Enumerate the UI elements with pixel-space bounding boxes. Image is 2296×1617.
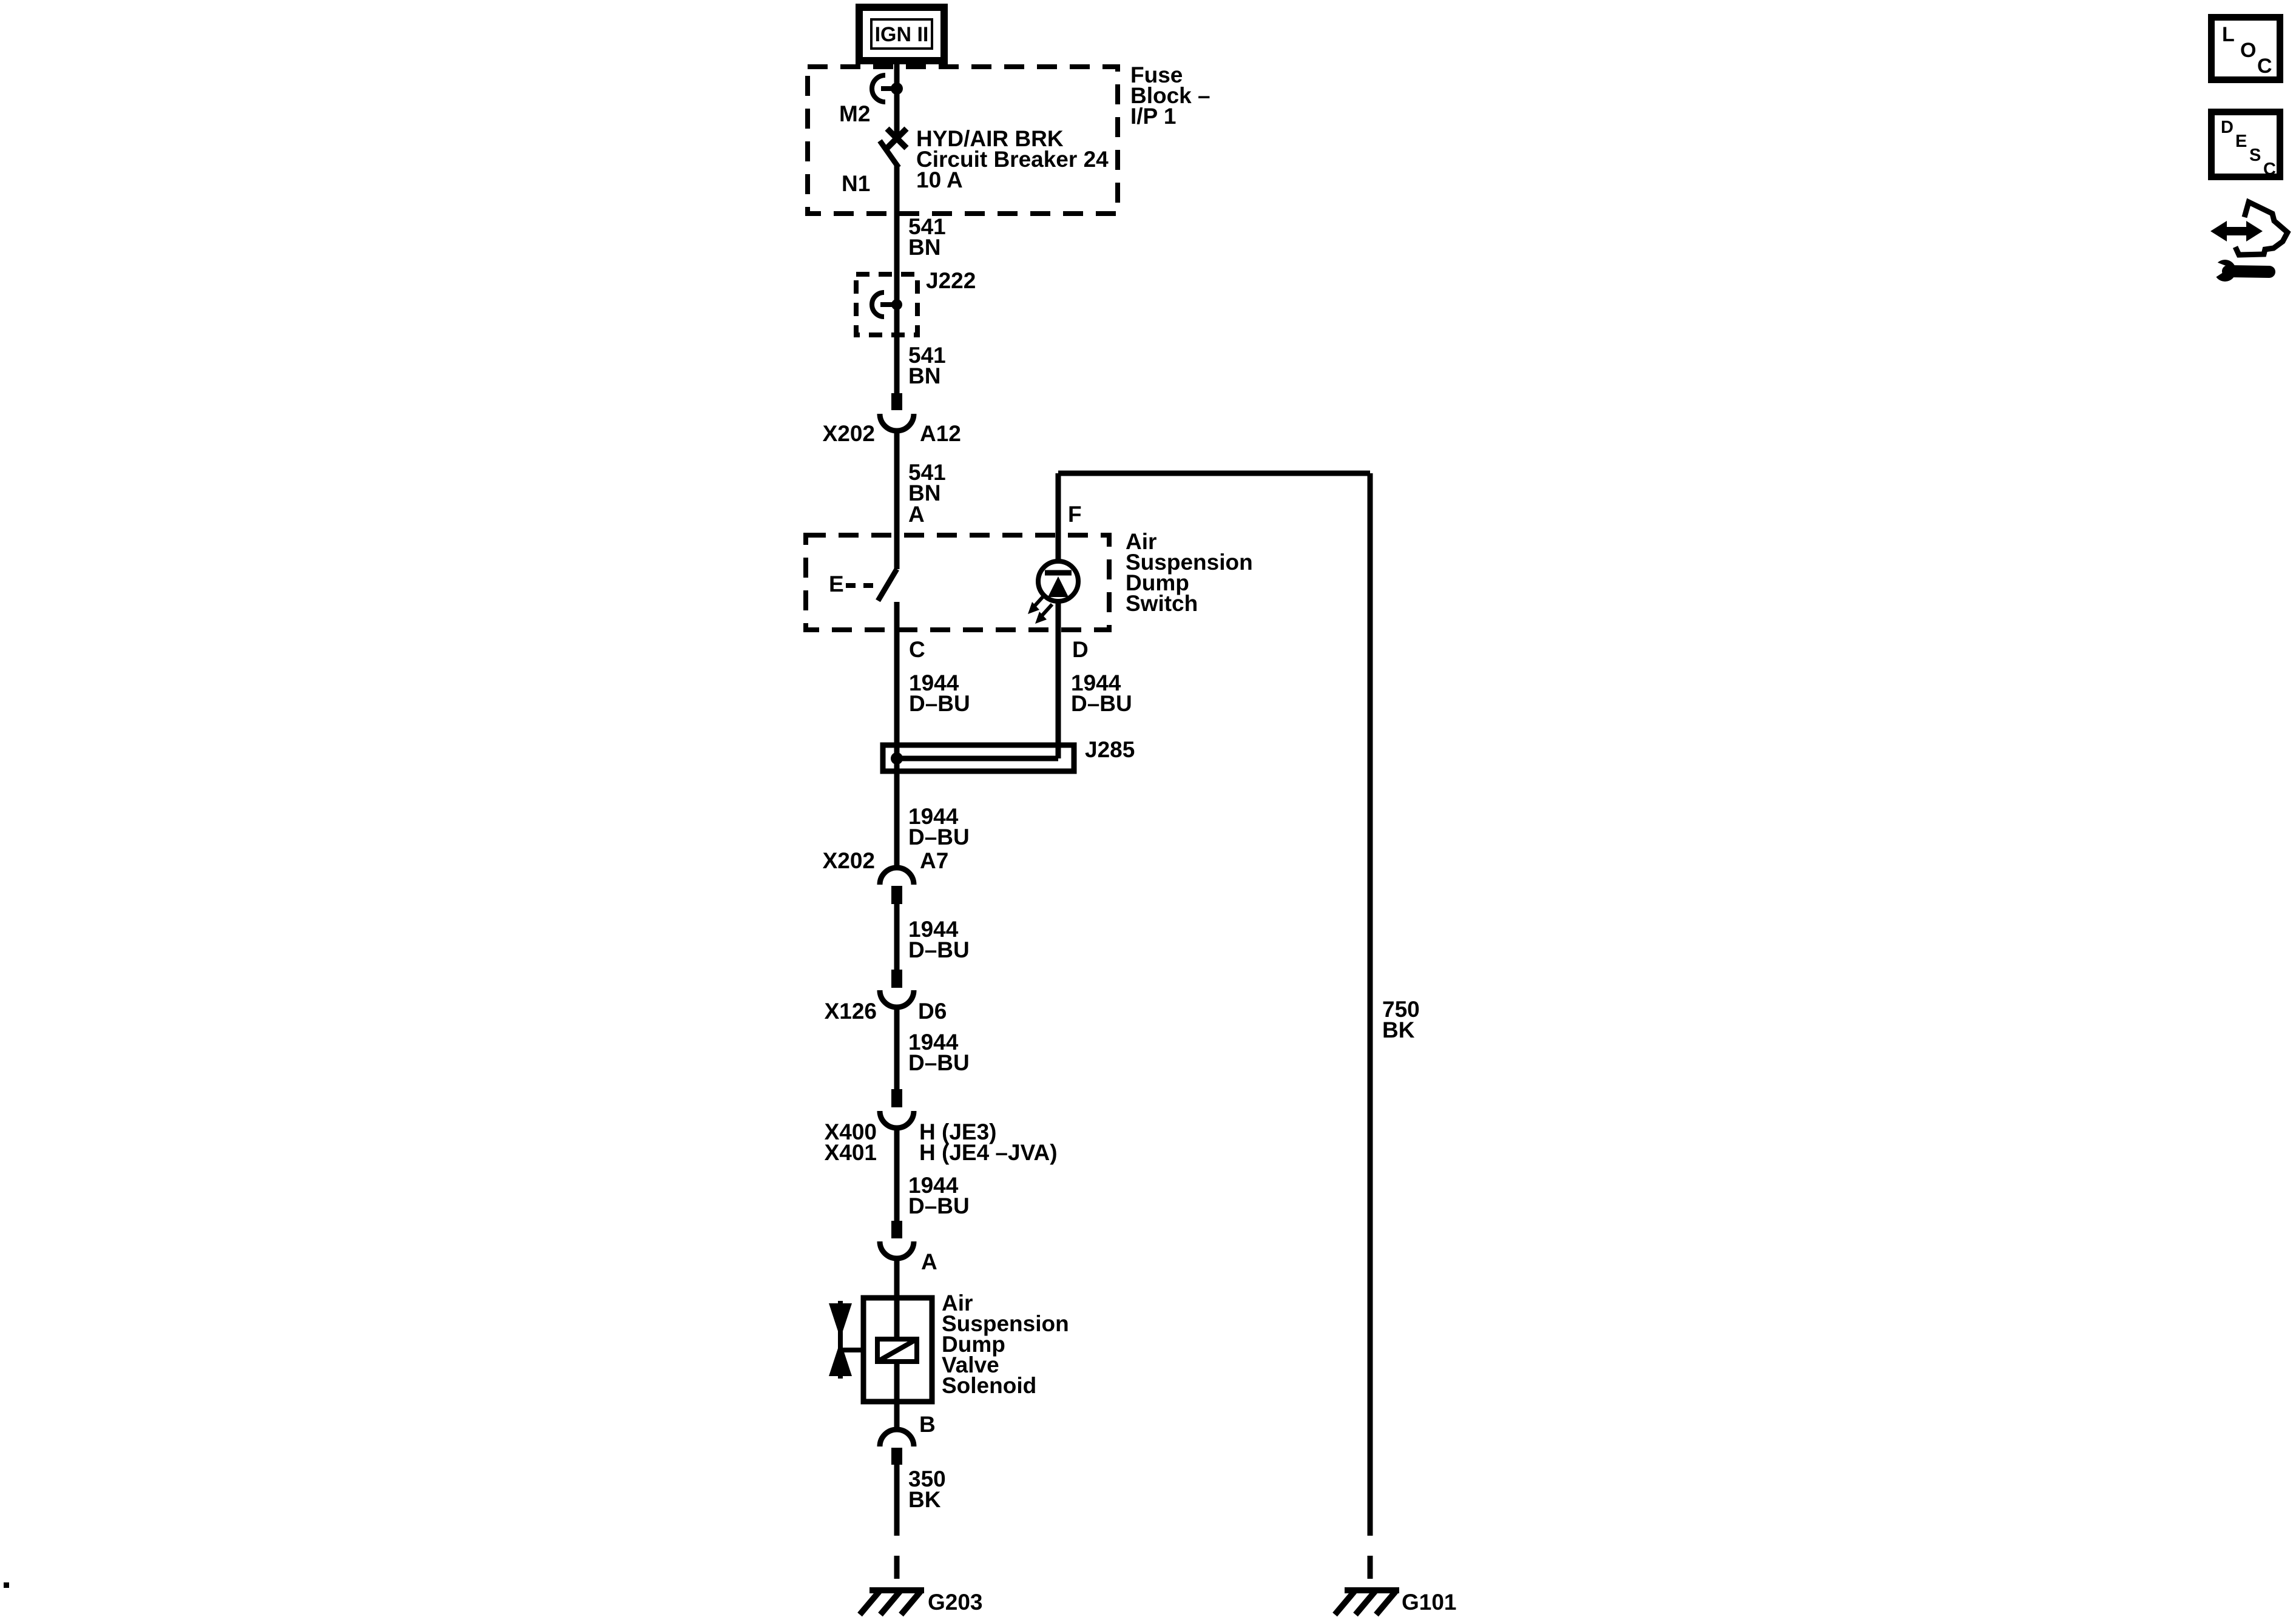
desc-letter-d: D <box>2221 118 2234 137</box>
switch-pin-f: F <box>1068 502 1082 527</box>
switch-pin-e: E <box>829 572 844 596</box>
splice-j285-symbol <box>880 742 1077 774</box>
connector-x202-a7-name: X202 <box>822 848 875 873</box>
connector-x202-a12-symbol <box>877 393 917 434</box>
connector-x202-a7-symbol <box>877 865 917 904</box>
loc-button[interactable]: L O C <box>2208 14 2283 83</box>
connector-x202-a12-name: X202 <box>822 421 875 446</box>
fitting-tool-icon[interactable] <box>2209 198 2291 282</box>
connector-x202-a7-pin: A7 <box>920 848 949 873</box>
solenoid-pin-b: B <box>919 1412 936 1437</box>
switch-pin-a: A <box>908 502 925 527</box>
connector-x400-x401-pins: H (JE3) H (JE4 –JVA) <box>919 1119 1058 1165</box>
connector-x400-x401-symbol <box>877 1089 917 1131</box>
connector-x202-a12-pin: A12 <box>920 421 961 446</box>
dump-switch-label: Air Suspension Dump Switch <box>1126 529 1253 616</box>
lamp-ground-wire <box>1055 470 1373 1588</box>
splice-j222-label: J222 <box>926 268 976 293</box>
ground-g203-symbol <box>857 1587 924 1617</box>
connector-solenoid-a-symbol <box>877 1221 917 1261</box>
desc-letter-s: S <box>2249 146 2261 165</box>
ground-g203-label: G203 <box>928 1590 983 1615</box>
connector-x126-name: X126 <box>824 999 877 1024</box>
desc-letter-c: C <box>2263 160 2276 179</box>
dump-switch-symbol <box>803 533 1112 632</box>
connector-x126-pin: D6 <box>918 999 947 1024</box>
connector-x126-d6-symbol <box>877 970 917 1010</box>
splice-j285-label: J285 <box>1085 737 1135 762</box>
fuse-block-pin-n1: N1 <box>842 171 871 196</box>
desc-button[interactable]: D E S C <box>2208 109 2283 180</box>
switch-pin-d: D <box>1072 637 1089 662</box>
desc-letter-e: E <box>2235 132 2247 151</box>
switch-pin-c: C <box>909 637 925 662</box>
solenoid-label: Air Suspension Dump Valve Solenoid <box>942 1291 1069 1398</box>
splice-j222-symbol <box>854 272 920 337</box>
circuit-breaker-symbol <box>869 73 909 169</box>
fuse-block-label: Fuse Block – I/P 1 <box>1130 62 1210 129</box>
connector-solenoid-b-symbol <box>877 1426 917 1465</box>
ground-g101-symbol <box>1332 1587 1399 1617</box>
power-feed-label: IGN II <box>874 23 929 46</box>
loc-letter-c: C <box>2257 55 2272 78</box>
power-feed-box <box>856 4 948 64</box>
loc-letter-l: L <box>2222 23 2235 46</box>
solenoid-symbol <box>829 1295 935 1405</box>
loc-letter-o: O <box>2240 39 2257 62</box>
circuit-breaker-label: HYD/AIR BRK Circuit Breaker 24 10 A <box>916 126 1109 192</box>
connector-x400-x401-names: X400 X401 <box>824 1119 877 1165</box>
ground-g101-label: G101 <box>1402 1590 1457 1615</box>
page-artifact-dot <box>4 1582 9 1588</box>
fuse-block-pin-m2: M2 <box>839 101 871 126</box>
solenoid-pin-a: A <box>921 1249 937 1274</box>
